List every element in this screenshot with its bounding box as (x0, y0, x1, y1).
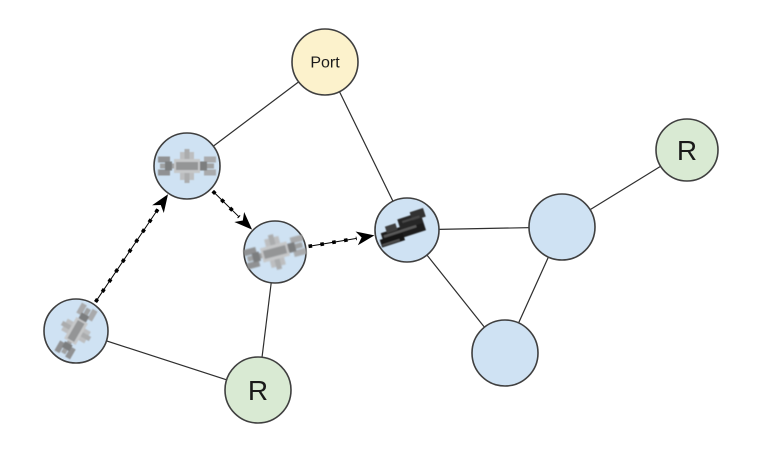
route-arrowhead (234, 212, 253, 230)
node-system-b[interactable] (241, 220, 309, 284)
node-system-a[interactable] (153, 132, 221, 200)
route-layer (94, 189, 375, 303)
resource-node-circle[interactable] (224, 356, 292, 424)
route-arrowhead (152, 194, 169, 214)
node-label-resource-2: R (677, 135, 697, 166)
route-arrow-system-d-system-a (94, 194, 169, 303)
node-label-resource-1: R (248, 375, 268, 406)
system-node-circle[interactable] (528, 193, 596, 261)
route-arrow-system-b-system-c (308, 231, 375, 249)
node-system-e[interactable] (528, 193, 596, 261)
node-resource-1[interactable]: R (224, 356, 292, 424)
route-arrowhead (355, 231, 375, 246)
node-port[interactable]: Port (291, 28, 359, 96)
system-node-circle[interactable] (471, 319, 539, 387)
resource-node-circle[interactable] (655, 118, 719, 182)
node-label-port: Port (310, 55, 340, 72)
node-system-c[interactable] (374, 197, 440, 263)
route-arrow-system-a-system-b (211, 189, 253, 230)
node-system-d[interactable] (43, 298, 109, 364)
port-node-circle[interactable] (291, 28, 359, 96)
node-resource-2[interactable]: R (655, 118, 719, 182)
node-system-f[interactable] (471, 319, 539, 387)
